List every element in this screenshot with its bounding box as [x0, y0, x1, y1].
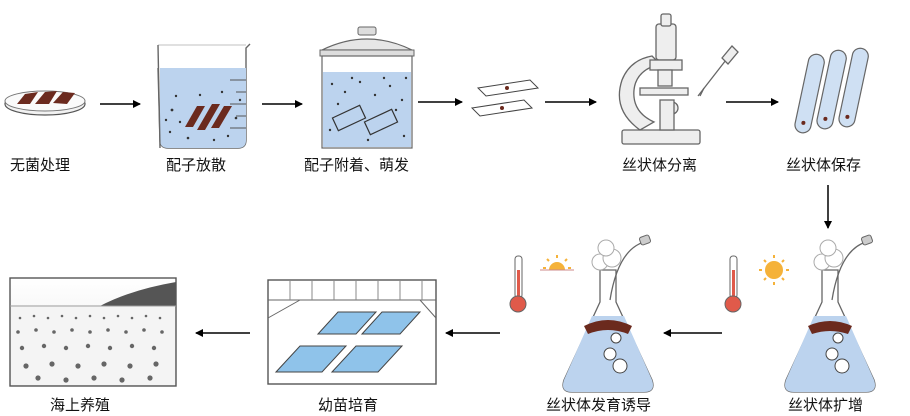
sea-farm-icon: [9, 277, 177, 387]
glass-slides-icon: [470, 79, 540, 117]
flask-with-thermometer-and-sun-icon: [724, 234, 876, 393]
step-label-filament-isolation: 丝状体分离: [622, 156, 698, 174]
step-label-gamete-release: 配子放散: [166, 156, 227, 174]
step-label-gamete-attach-germinate: 配子附着、萌发: [304, 156, 410, 174]
step-label-filament-preservation: 丝状体保存: [786, 156, 862, 174]
lidded-tank-with-slides-icon: [319, 26, 415, 149]
test-tubes-icon: [794, 47, 869, 134]
microscope-with-dropper-icon: [618, 13, 739, 145]
petri-dish-with-seaweed-icon: [4, 90, 86, 116]
step-label-seedling-culture: 幼苗培育: [318, 396, 379, 414]
step-label-filament-development-induction: 丝状体发育诱导: [546, 396, 652, 414]
seedling-pond-icon: [267, 279, 437, 385]
flask-with-thermometer-and-sun-icon: [509, 234, 654, 393]
step-label-filament-expansion: 丝状体扩增: [788, 396, 864, 414]
step-label-sterile-treatment: 无菌处理: [10, 156, 71, 174]
beaker-with-seaweed-icon: [157, 43, 251, 149]
step-label-sea-cultivation: 海上养殖: [50, 396, 111, 414]
